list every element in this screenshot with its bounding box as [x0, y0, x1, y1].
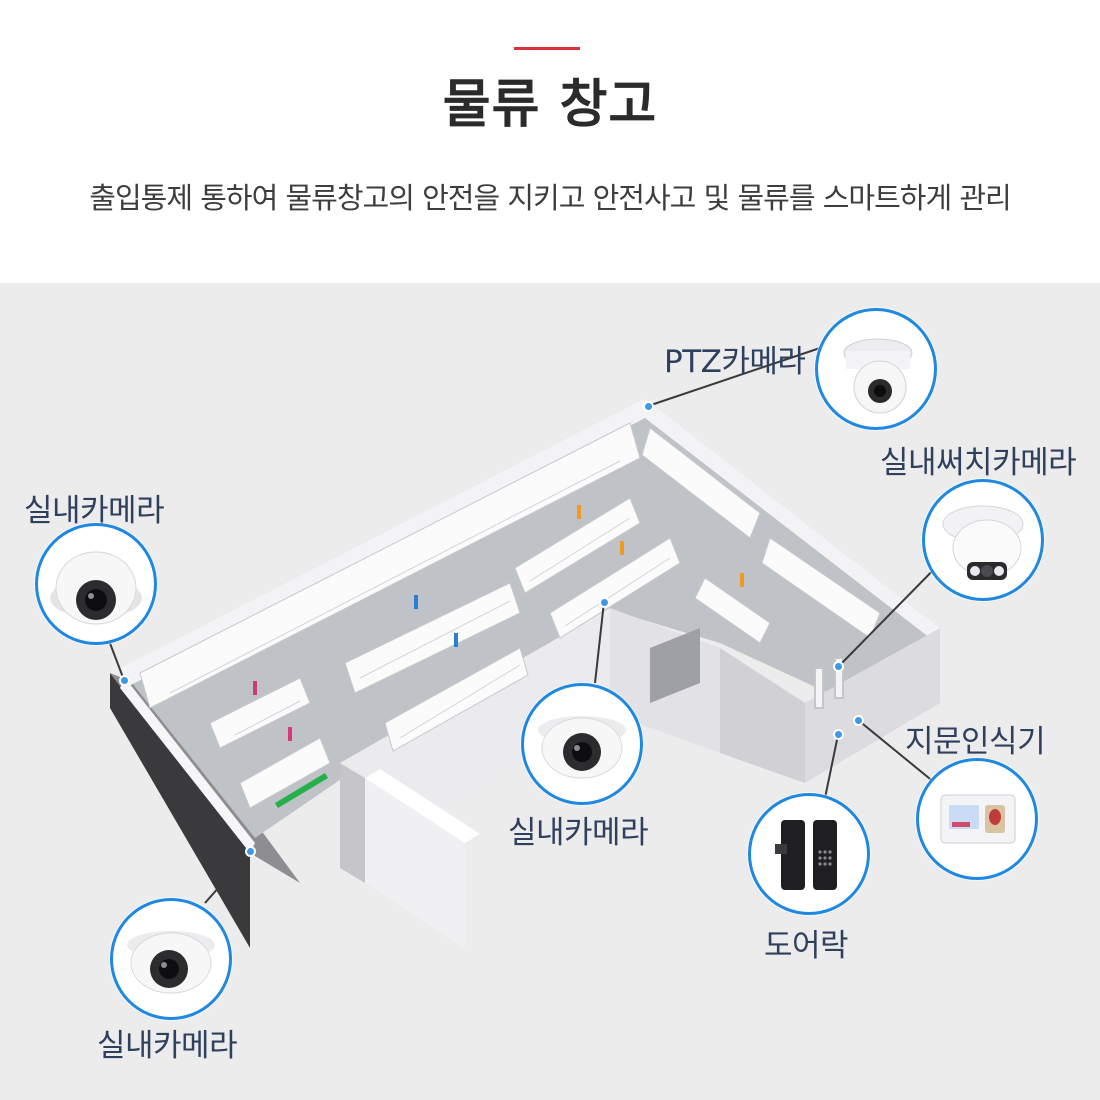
marker-dot-ptz-camera — [643, 401, 654, 412]
label-search-camera: 실내써치카메라 — [880, 445, 1077, 481]
dome-camera-icon — [538, 716, 626, 779]
fingerprint-reader-icon — [940, 794, 1016, 844]
door-lock-icon — [775, 820, 837, 890]
warehouse-floorplan-illustration — [110, 398, 940, 948]
callout-fingerprint-reader[interactable] — [916, 758, 1038, 880]
dome-camera-icon — [50, 551, 142, 625]
title-accent-bar — [514, 47, 580, 50]
ptz-camera-icon — [843, 338, 913, 414]
search-camera-icon — [942, 505, 1024, 580]
marker-dot-fingerprint-reader — [853, 715, 864, 726]
page-title: 물류 창고 — [442, 75, 658, 135]
marker-dot-indoor-camera-left — [119, 675, 130, 686]
callout-indoor-camera-center[interactable] — [521, 683, 643, 805]
marker-dot-search-camera — [833, 661, 844, 672]
label-ptz-camera: PTZ카메라 — [664, 344, 806, 380]
callout-ptz-camera[interactable] — [815, 308, 937, 430]
marker-dot-indoor-camera-center — [599, 597, 610, 608]
marker-dot-indoor-camera-bottom — [245, 846, 256, 857]
callout-door-lock[interactable] — [748, 793, 870, 915]
page-subtitle: 출입통제 통하여 물류창고의 안전을 지키고 안전사고 및 물류를 스마트하게 … — [89, 181, 1011, 215]
dome-camera-icon — [127, 931, 215, 994]
marker-dot-door-lock — [833, 729, 844, 740]
label-indoor-camera-center: 실내카메라 — [508, 815, 649, 851]
callout-search-camera[interactable] — [922, 479, 1044, 601]
callout-indoor-camera-left[interactable] — [35, 523, 157, 645]
label-indoor-camera-bottom: 실내카메라 — [97, 1028, 238, 1064]
callout-indoor-camera-bottom[interactable] — [110, 898, 232, 1020]
label-door-lock: 도어락 — [764, 928, 849, 964]
label-fingerprint-reader: 지문인식기 — [905, 724, 1046, 760]
